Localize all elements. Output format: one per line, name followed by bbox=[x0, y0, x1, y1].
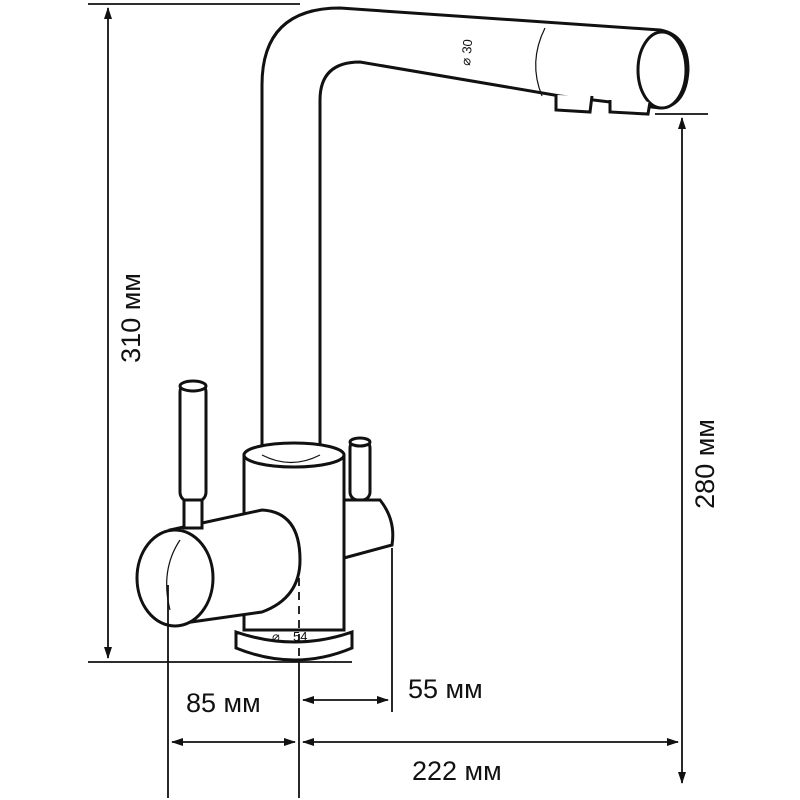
handle-end-cap bbox=[135, 528, 215, 628]
label-spout-height: 280 мм bbox=[690, 419, 720, 509]
label-spout-reach: 222 мм bbox=[412, 756, 502, 786]
nozzle-right bbox=[608, 100, 652, 116]
spout bbox=[260, 6, 690, 457]
filter-lever-stem bbox=[348, 438, 372, 502]
label-filter-lever-offset: 55 мм bbox=[408, 674, 483, 704]
diameter-symbol-base: ⌀ bbox=[272, 629, 280, 644]
base-flange bbox=[234, 629, 354, 662]
nozzle-left bbox=[554, 95, 594, 114]
label-spout-diameter: 30 bbox=[459, 39, 475, 55]
diameter-symbol-spout: ⌀ bbox=[458, 57, 474, 66]
label-handle-offset: 85 мм bbox=[186, 688, 261, 718]
mixer-body-top bbox=[242, 441, 346, 469]
filter-lever-collar bbox=[342, 498, 395, 560]
label-base-diameter: 54 bbox=[293, 629, 307, 644]
handle-lever bbox=[178, 380, 208, 504]
faucet-outline bbox=[135, 6, 690, 662]
dimension-lines bbox=[88, 3, 708, 798]
spout-end bbox=[636, 30, 688, 110]
base-diameter-note: ⌀ 54 bbox=[272, 629, 307, 644]
spout-tip bbox=[535, 27, 546, 97]
label-total-height: 310 мм bbox=[116, 273, 146, 363]
spout-diameter-note: ⌀ 30 bbox=[458, 39, 475, 67]
